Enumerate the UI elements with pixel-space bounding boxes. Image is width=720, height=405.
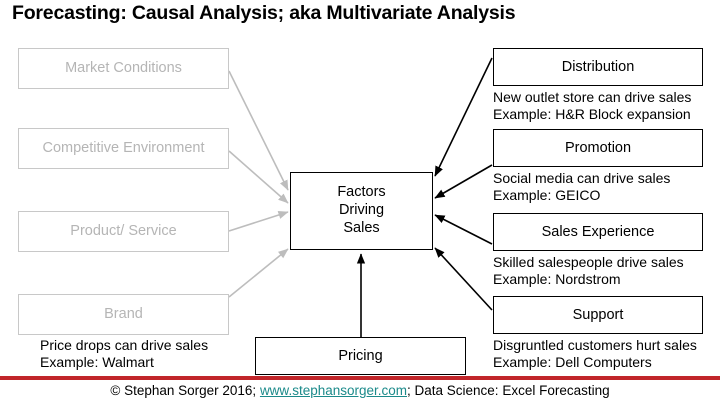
center-box-factors-driving-sales[interactable]: Factors Driving Sales <box>290 172 433 250</box>
factor-box-promotion[interactable]: Promotion <box>493 129 703 167</box>
footer-divider <box>0 376 720 380</box>
caption-distribution: New outlet store can drive sales Example… <box>493 89 691 122</box>
arrow-distribution <box>434 57 493 177</box>
center-line-3: Sales <box>343 219 380 236</box>
factor-box-pricing[interactable]: Pricing <box>255 337 466 375</box>
caption-example: Example: Walmart <box>40 353 154 370</box>
factor-label: Support <box>572 306 624 323</box>
caption-pricing: Price drops can drive sales Example: Wal… <box>40 337 208 370</box>
factor-label: Promotion <box>564 139 632 156</box>
arrow-brand <box>228 248 289 298</box>
arrow-market-conditions <box>228 70 289 191</box>
factor-box-competitive-environment[interactable]: Competitive Environment <box>18 128 229 169</box>
center-line-1: Factors <box>337 184 386 201</box>
caption-example: Example: H&R Block expansion <box>493 105 691 122</box>
factor-box-distribution[interactable]: Distribution <box>493 48 703 86</box>
arrow-support <box>434 247 493 311</box>
factor-label: Product/ Service <box>70 223 177 240</box>
caption-support: Disgruntled customers hurt sales Example… <box>493 337 697 370</box>
caption-example: Example: Dell Computers <box>493 353 652 370</box>
factor-label: Sales Experience <box>541 223 655 240</box>
arrow-competitive-environment <box>228 150 289 204</box>
caption-detail: Skilled salespeople drive sales <box>493 254 684 270</box>
footer-credit: © Stephan Sorger 2016; www.stephansorger… <box>0 383 720 398</box>
page-title: Forecasting: Causal Analysis; aka Multiv… <box>12 2 516 24</box>
factor-box-product-service[interactable]: Product/ Service <box>18 211 229 252</box>
factor-box-brand[interactable]: Brand <box>18 294 229 335</box>
factor-box-sales-experience[interactable]: Sales Experience <box>493 213 703 251</box>
footer-website-link[interactable]: www.stephansorger.com <box>259 383 408 398</box>
factor-label: Brand <box>104 306 143 323</box>
arrow-promotion <box>434 164 493 199</box>
caption-detail: Price drops can drive sales <box>40 337 209 353</box>
caption-detail: Social media can drive sales <box>493 170 671 186</box>
factor-label: Distribution <box>561 58 635 75</box>
factor-label: Pricing <box>338 347 383 364</box>
factor-box-support[interactable]: Support <box>493 296 703 334</box>
caption-detail: Disgruntled customers hurt sales <box>493 337 697 353</box>
factor-box-market-conditions[interactable]: Market Conditions <box>18 48 229 89</box>
caption-sales-experience: Skilled salespeople drive sales Example:… <box>493 254 684 287</box>
caption-detail: New outlet store can drive sales <box>493 89 692 105</box>
arrow-sales-experience <box>434 214 493 245</box>
factor-label: Competitive Environment <box>42 140 205 157</box>
footer-course: ; Data Science: Excel Forecasting <box>407 383 610 398</box>
caption-promotion: Social media can drive sales Example: GE… <box>493 170 670 203</box>
arrow-product-service <box>228 210 289 232</box>
footer-copyright: © Stephan Sorger 2016; <box>110 383 260 398</box>
caption-example: Example: Nordstrom <box>493 270 621 287</box>
caption-example: Example: GEICO <box>493 186 601 203</box>
center-line-2: Driving <box>338 202 385 219</box>
factor-label: Market Conditions <box>65 60 182 77</box>
